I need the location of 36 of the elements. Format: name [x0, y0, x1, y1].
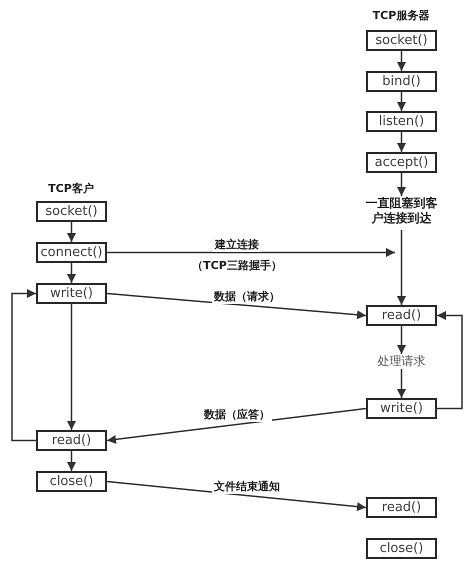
arrow [397, 173, 406, 196]
arrow [67, 263, 76, 283]
arrow [397, 92, 406, 111]
arrow [397, 326, 406, 354]
arrow [397, 132, 406, 152]
function-box: socket() [366, 30, 437, 51]
note-text: （TCP三路握手） [191, 258, 283, 273]
function-box: read() [366, 305, 437, 326]
edge-label: 数据（应答） [202, 407, 272, 422]
function-box: connect() [36, 242, 107, 263]
function-box: listen() [366, 111, 437, 132]
function-box: read() [36, 430, 107, 451]
function-box: write() [366, 398, 437, 419]
edge-label: 建立连接 [213, 237, 261, 252]
arrow [11, 289, 36, 442]
function-box: bind() [366, 71, 437, 92]
arrow [106, 292, 366, 320]
arrow [107, 248, 395, 257]
arrow [67, 222, 76, 242]
column-heading: TCP客户 [46, 181, 96, 196]
arrow [397, 369, 406, 398]
arrow [106, 480, 366, 512]
arrow [397, 230, 406, 305]
function-box: read() [366, 497, 437, 518]
function-box: accept() [366, 152, 437, 173]
function-box: write() [36, 283, 107, 304]
function-box: socket() [36, 201, 107, 222]
arrow [437, 311, 463, 410]
arrow [67, 304, 76, 430]
arrow [106, 408, 366, 444]
column-heading: TCP服务器 [370, 8, 432, 23]
function-box: close() [36, 471, 107, 492]
function-box: close() [366, 538, 437, 559]
arrow [397, 51, 406, 71]
edge-label: 文件结束通知 [212, 479, 282, 494]
arrow [67, 451, 76, 471]
